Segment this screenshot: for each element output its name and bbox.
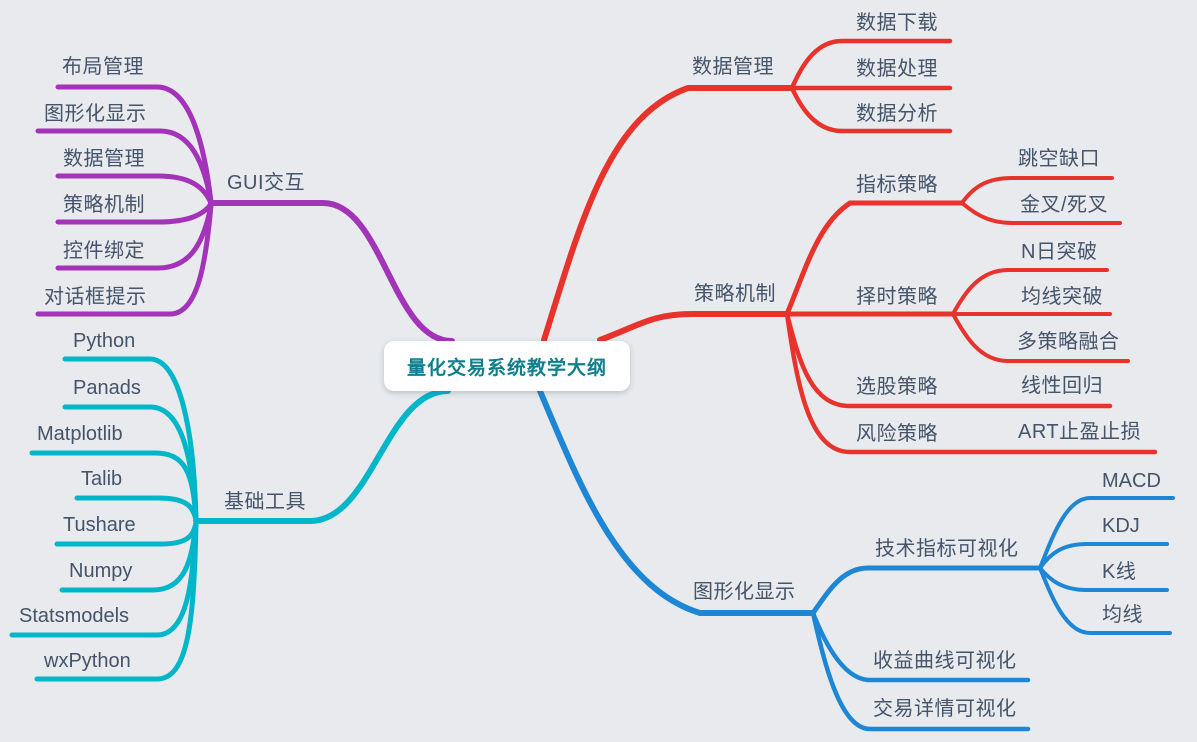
branch-line-viz-ma [1038, 566, 1172, 635]
node-strategy-nday[interactable]: N日突破 [1021, 241, 1098, 263]
node-viz-ma[interactable]: 均线 [1102, 604, 1143, 626]
node-strategy[interactable]: 策略机制 [694, 283, 776, 305]
node-tools-wxpython[interactable]: wxPython [44, 650, 131, 672]
node-tools-panads[interactable]: Panads [73, 377, 141, 399]
node-strategy-art[interactable]: ART止盈止损 [1018, 421, 1142, 443]
node-datamgmt[interactable]: 数据管理 [692, 56, 774, 78]
node-tools-python[interactable]: Python [73, 330, 136, 352]
node-gui-data[interactable]: 数据管理 [63, 148, 145, 170]
node-strategy-ma-break[interactable]: 均线突破 [1021, 286, 1103, 308]
branch-line-viz-kdj [1038, 542, 1169, 570]
branch-line-gui-data [55, 173, 214, 206]
branch-line-tools-wxpython [34, 520, 199, 682]
node-tools-statsmodels[interactable]: Statsmodels [19, 605, 130, 627]
node-datamgmt-analyze[interactable]: 数据分析 [856, 103, 938, 125]
node-gui-layout[interactable]: 布局管理 [62, 56, 144, 78]
branch-line-viz-tech [810, 565, 1043, 616]
branch-line-tools-matplotlib [29, 450, 199, 523]
node-strategy-linreg[interactable]: 线性回归 [1021, 375, 1103, 397]
branch-line-strategy-nday [951, 268, 1109, 316]
branch-line-datamgmt-trunk [541, 85, 795, 343]
branch-line-strategy-cross [960, 201, 1122, 225]
root-node[interactable]: 量化交易系统教学大纲 [384, 341, 630, 391]
branch-line-gui-display [35, 128, 214, 205]
node-datamgmt-process[interactable]: 数据处理 [856, 58, 938, 80]
branch-line-tools-trunk [193, 388, 451, 524]
branch-line-gui-trunk [208, 200, 455, 344]
node-strategy-stockpick[interactable]: 选股策略 [856, 376, 938, 398]
node-datamgmt-download[interactable]: 数据下载 [856, 12, 938, 34]
node-viz-tech[interactable]: 技术指标可视化 [875, 538, 1019, 560]
branch-line-strategy-indicator [784, 200, 965, 317]
node-viz-macd[interactable]: MACD [1102, 470, 1161, 492]
node-strategy-risk[interactable]: 风险策略 [856, 423, 938, 445]
node-gui-dialog[interactable]: 对话框提示 [44, 286, 147, 308]
node-strategy-gap[interactable]: 跳空缺口 [1018, 148, 1100, 170]
branch-line-viz-trades [810, 610, 1031, 732]
node-strategy-timing[interactable]: 择时策略 [856, 286, 938, 308]
node-tools-tushare[interactable]: Tushare [63, 514, 136, 536]
branch-line-strategy-trunk [597, 311, 790, 343]
node-tools-talib[interactable]: Talib [81, 468, 123, 490]
node-gui-strategy[interactable]: 策略机制 [63, 194, 145, 216]
branch-line-gui-dialog [35, 202, 214, 317]
branch-line-viz-macd [1038, 496, 1175, 570]
node-strategy-multi[interactable]: 多策略融合 [1017, 331, 1120, 353]
node-viz-kline[interactable]: K线 [1102, 561, 1137, 583]
node-strategy-cross[interactable]: 金叉/死叉 [1020, 194, 1109, 216]
node-tools[interactable]: 基础工具 [224, 491, 306, 513]
node-gui[interactable]: GUI交互 [227, 172, 306, 194]
root-node-label: 量化交易系统教学大纲 [406, 357, 607, 379]
branch-line-tools-talib [74, 495, 199, 523]
node-gui-widget[interactable]: 控件绑定 [63, 240, 145, 262]
node-viz[interactable]: 图形化显示 [693, 581, 796, 603]
node-tools-numpy[interactable]: Numpy [69, 560, 133, 582]
branch-line-datamgmt-analyze [789, 85, 953, 134]
node-strategy-indicator[interactable]: 指标策略 [856, 174, 938, 196]
node-viz-profit[interactable]: 收益曲线可视化 [873, 650, 1017, 672]
node-tools-matplotlib[interactable]: Matplotlib [37, 423, 123, 445]
branch-line-datamgmt-download [789, 38, 953, 91]
branch-line-strategy-risk [784, 311, 1158, 455]
branch-line-viz-trunk [537, 388, 816, 616]
node-gui-display[interactable]: 图形化显示 [44, 103, 147, 125]
node-viz-kdj[interactable]: KDJ [1102, 515, 1140, 537]
node-viz-trades[interactable]: 交易详情可视化 [873, 698, 1017, 720]
branch-line-strategy-multi [951, 312, 1130, 363]
branch-line-strategy-gap [960, 176, 1114, 205]
